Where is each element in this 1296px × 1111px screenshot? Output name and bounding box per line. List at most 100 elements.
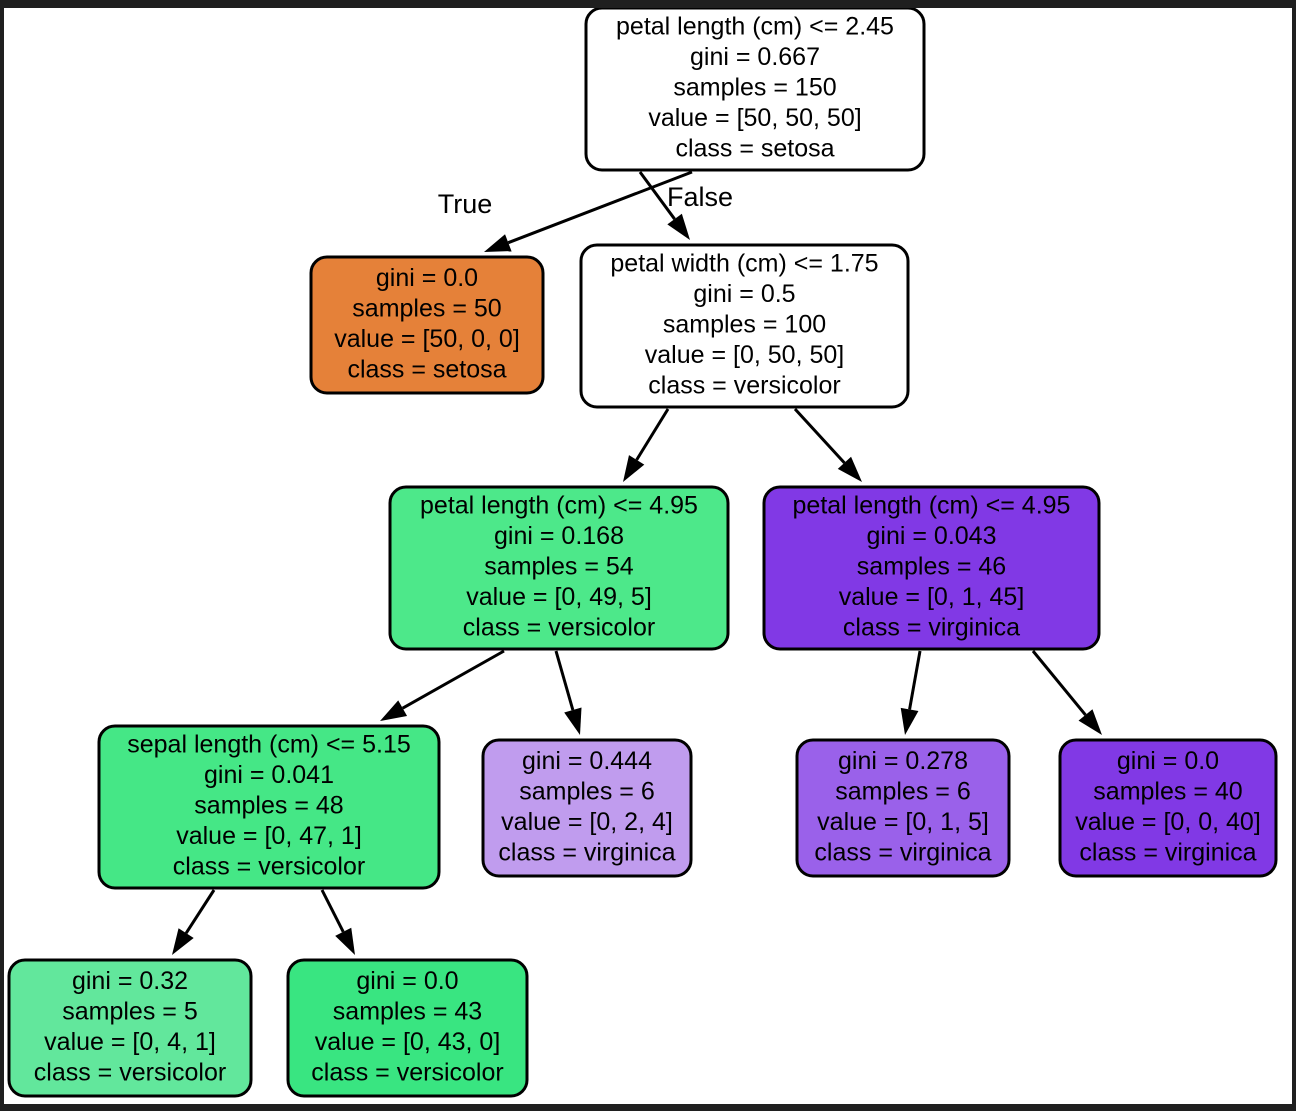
node-text-line: gini = 0.0 <box>1117 747 1219 775</box>
tree-edge <box>484 170 693 252</box>
node-text-line: petal length (cm) <= 2.45 <box>616 13 894 41</box>
node-text-line: class = versicolor <box>311 1058 503 1086</box>
node-text-line: value = [0, 43, 0] <box>315 1028 501 1056</box>
tree-edge <box>320 889 355 955</box>
edges-layer <box>172 170 1102 955</box>
node-box[interactable] <box>7 958 253 1098</box>
node-text-line: samples = 50 <box>352 294 501 322</box>
node-text-line: gini = 0.278 <box>838 747 968 775</box>
node-text-line: samples = 100 <box>663 311 826 339</box>
node-text-line: gini = 0.0 <box>356 967 458 995</box>
node-text-line: class = versicolor <box>173 853 365 881</box>
edge-arrowhead-icon <box>900 707 919 735</box>
edge-label-false: False <box>667 182 733 212</box>
node-text-line: gini = 0.043 <box>867 522 997 550</box>
edge-label-true: True <box>438 189 493 219</box>
edge-arrowhead-icon <box>484 234 512 252</box>
node-text-line: gini = 0.667 <box>690 43 820 71</box>
node-box[interactable] <box>579 243 910 409</box>
edge-line <box>638 171 676 220</box>
node-box[interactable] <box>481 738 693 878</box>
edge-line <box>554 650 575 711</box>
node-text-line: value = [0, 0, 40] <box>1075 808 1261 836</box>
node-text-line: petal width (cm) <= 1.75 <box>610 250 878 278</box>
edge-line <box>320 889 345 933</box>
node-text-line: class = virginica <box>498 838 675 866</box>
node-text-line: gini = 0.168 <box>494 522 624 550</box>
edge-line <box>1031 650 1087 716</box>
node-text-line: gini = 0.444 <box>522 747 652 775</box>
edge-arrowhead-icon <box>335 927 355 955</box>
node-text-line: samples = 54 <box>484 553 633 581</box>
node-text-line: samples = 43 <box>333 997 482 1025</box>
node-text-line: samples = 48 <box>194 792 343 820</box>
node-box[interactable] <box>309 255 545 395</box>
node-text-line: gini = 0.5 <box>693 280 795 308</box>
tree-edge <box>793 407 862 482</box>
edge-arrowhead-icon <box>1078 709 1102 735</box>
node-text-line: samples = 40 <box>1093 777 1242 805</box>
node-text-line: value = [0, 1, 5] <box>817 808 989 836</box>
node-text-line: value = [0, 47, 1] <box>176 822 362 850</box>
node-text-line: gini = 0.32 <box>72 967 188 995</box>
node-text-line: class = versicolor <box>34 1058 226 1086</box>
node-text-line: value = [0, 1, 45] <box>839 583 1025 611</box>
node-text-line: samples = 6 <box>519 777 655 805</box>
edge-arrowhead-icon <box>172 928 194 955</box>
node-text-line: samples = 46 <box>857 553 1006 581</box>
node-text-line: class = versicolor <box>648 372 840 400</box>
node-text-line: class = versicolor <box>463 614 655 642</box>
node-text-line: sepal length (cm) <= 5.15 <box>127 731 411 759</box>
tree-edge <box>380 649 505 721</box>
node-text-line: petal length (cm) <= 4.95 <box>420 492 698 520</box>
node-text-line: value = [50, 50, 50] <box>648 104 861 132</box>
tree-edge <box>172 889 216 955</box>
node-text-line: value = [0, 4, 1] <box>44 1028 216 1056</box>
node-text-line: value = [0, 49, 5] <box>466 583 652 611</box>
node-box[interactable] <box>584 8 926 172</box>
node-box[interactable] <box>388 485 730 651</box>
edge-line <box>908 650 922 710</box>
edge-line <box>184 889 216 934</box>
node-box[interactable] <box>795 738 1011 878</box>
edge-line <box>793 407 846 464</box>
node-text-line: class = virginica <box>1079 838 1256 866</box>
node-box[interactable] <box>762 485 1101 651</box>
edge-arrowhead-icon <box>837 456 862 482</box>
node-text-line: value = [0, 2, 4] <box>501 808 673 836</box>
node-text-line: class = setosa <box>675 135 834 163</box>
edge-arrowhead-icon <box>667 213 690 240</box>
node-text-line: samples = 150 <box>673 74 836 102</box>
node-text-line: samples = 6 <box>835 777 971 805</box>
tree-edge <box>1031 650 1102 735</box>
node-text-line: class = setosa <box>347 355 506 383</box>
edge-line <box>507 170 693 245</box>
node-text-line: class = virginica <box>843 614 1020 642</box>
edge-line <box>635 408 670 461</box>
node-box[interactable] <box>97 724 441 890</box>
edge-arrowhead-icon <box>623 455 645 482</box>
node-box[interactable] <box>286 958 529 1098</box>
edge-arrowhead-icon <box>564 707 582 735</box>
node-box[interactable] <box>1058 738 1278 878</box>
node-text-line: gini = 0.041 <box>204 761 334 789</box>
node-text-line: value = [0, 50, 50] <box>645 341 844 369</box>
edge-line <box>401 649 505 710</box>
node-text-line: value = [50, 0, 0] <box>334 325 520 353</box>
tree-edge <box>900 650 922 735</box>
